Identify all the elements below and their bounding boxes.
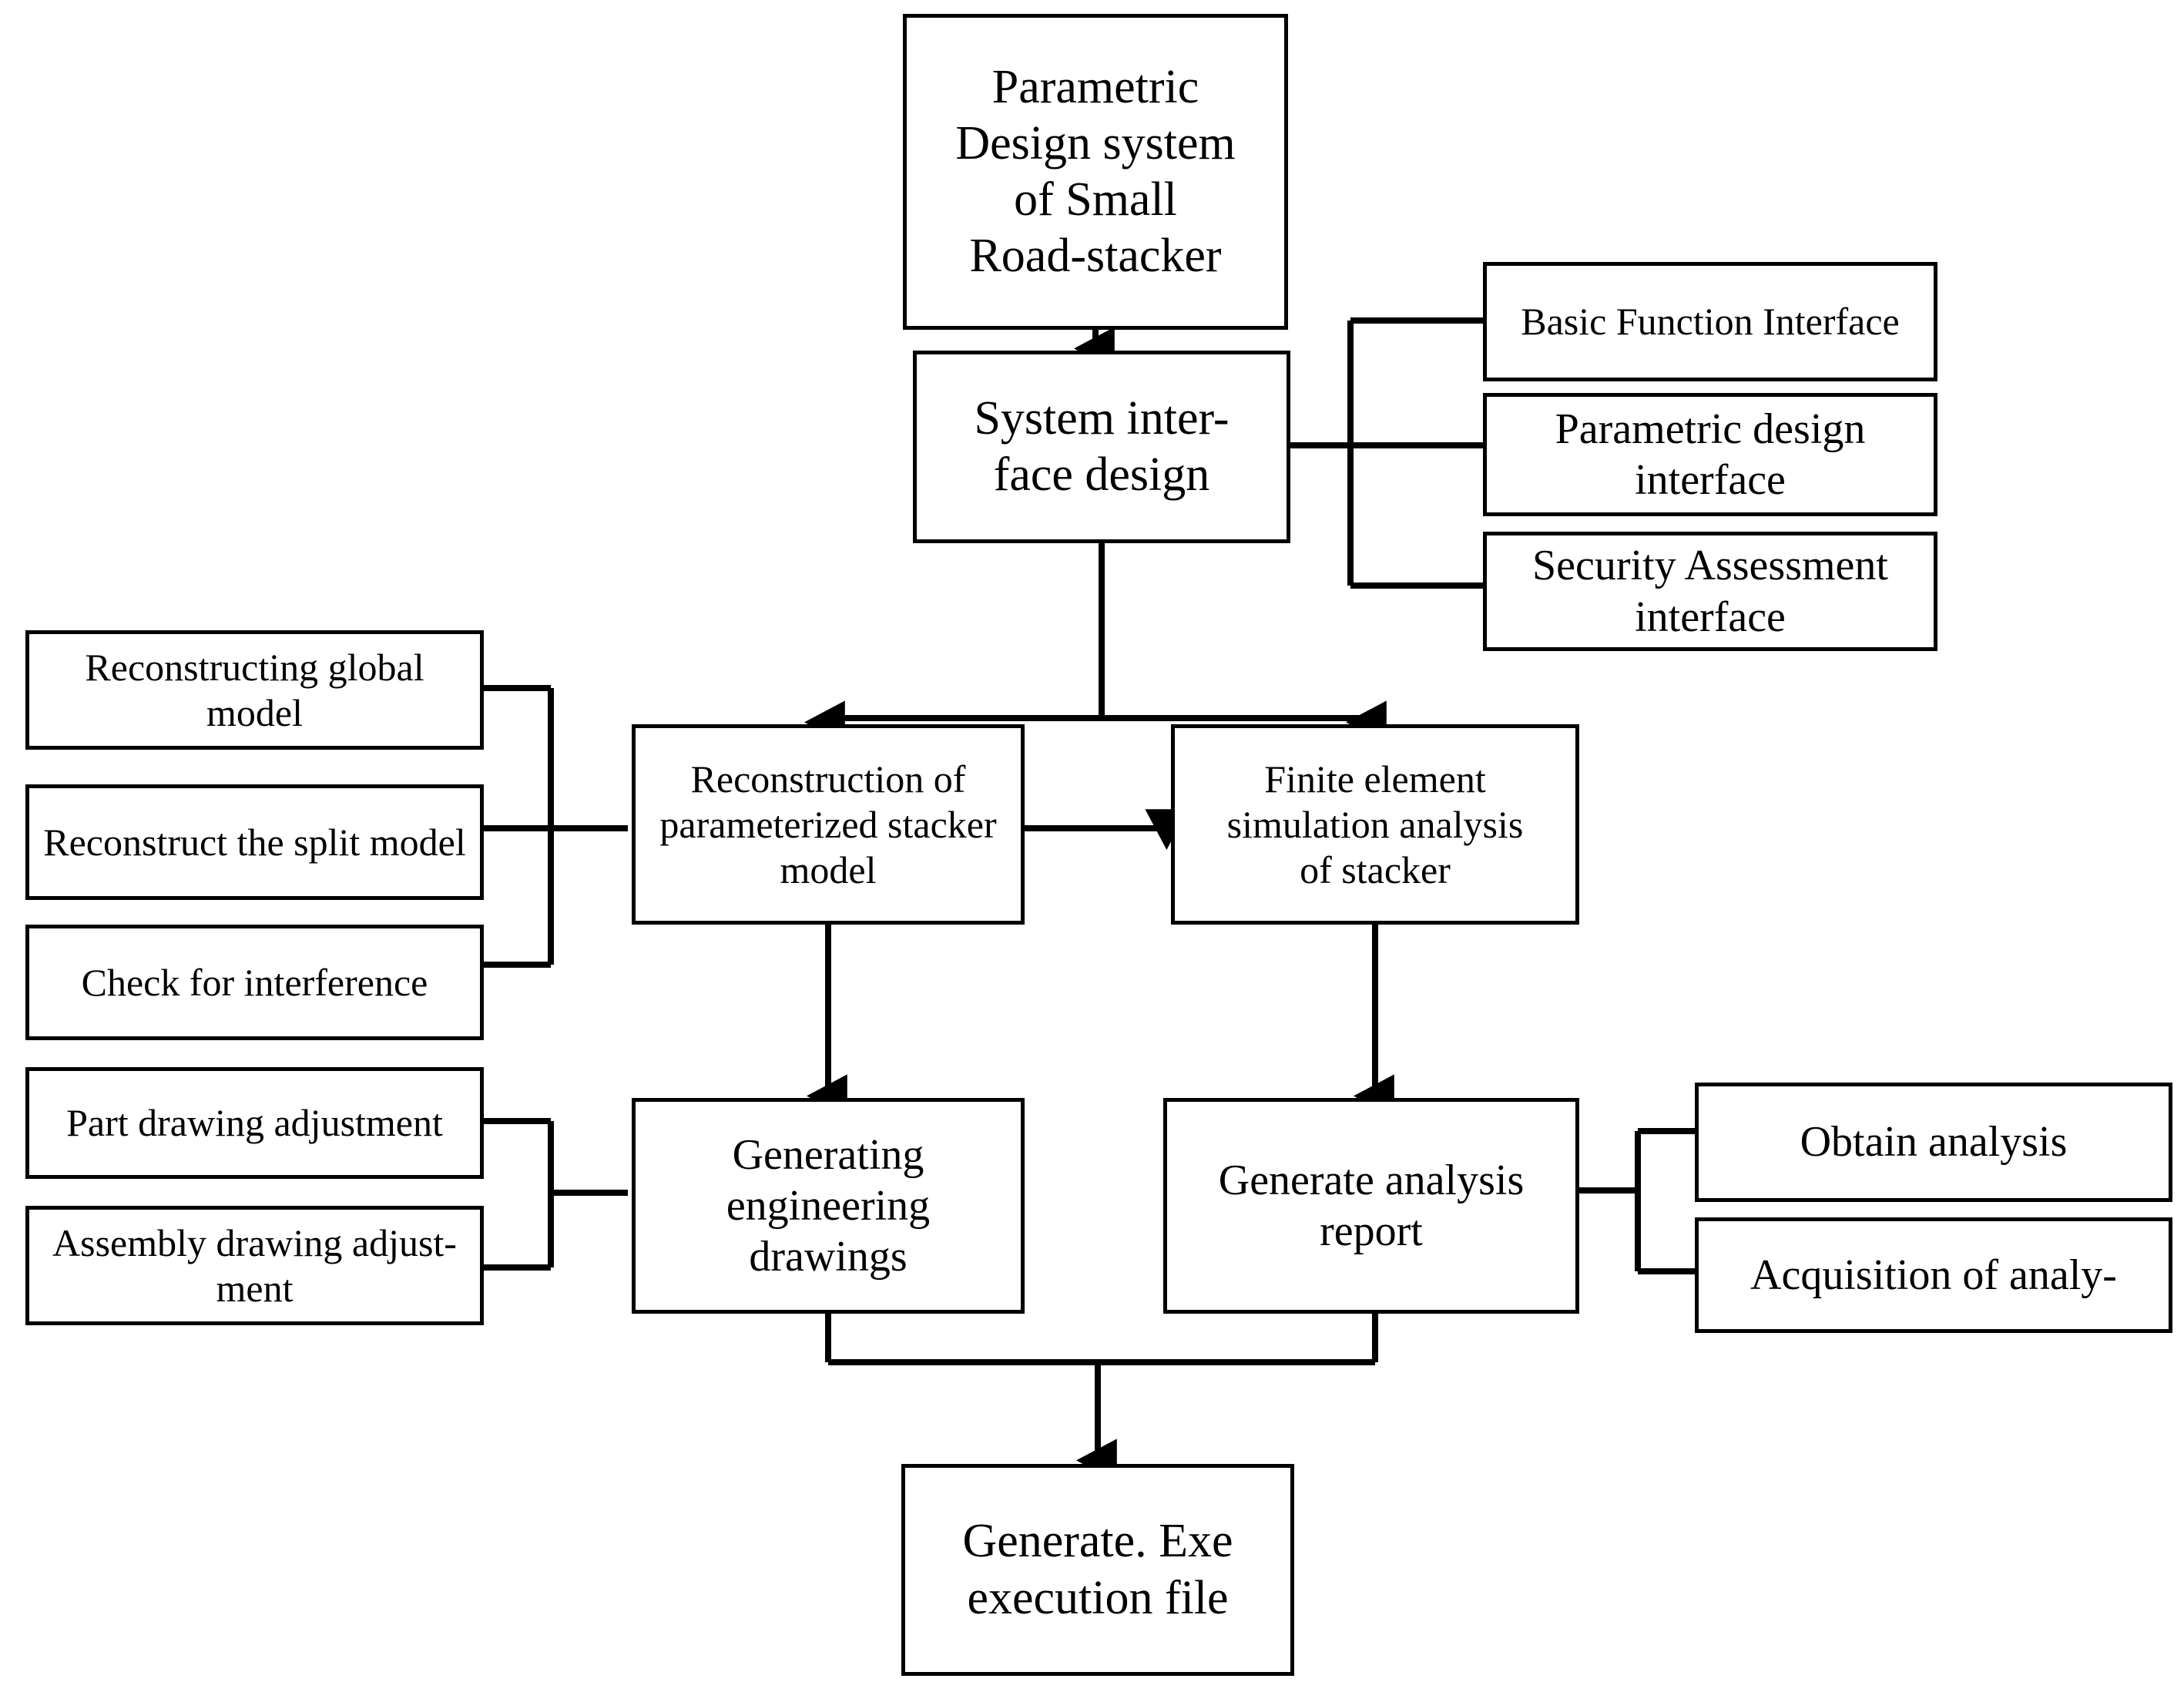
node-reconstructing-global-model[interactable]: Reconstructing global model bbox=[25, 630, 484, 750]
node-label: Assembly drawing adjust- ment bbox=[52, 1220, 457, 1310]
node-label: Reconstruction of parameterized stacker … bbox=[659, 757, 997, 891]
node-label: Part drawing adjustment bbox=[66, 1101, 443, 1144]
node-label: Generating engineering drawings bbox=[726, 1130, 931, 1281]
node-label: Basic Function Interface bbox=[1521, 300, 1900, 343]
node-obtain-analysis[interactable]: Obtain analysis bbox=[1695, 1083, 2172, 1202]
node-security-assessment-interface[interactable]: Security Assessment interface bbox=[1483, 532, 1937, 651]
node-generating-engineering-drawings[interactable]: Generating engineering drawings bbox=[632, 1098, 1025, 1314]
node-finite-element-simulation-analysis-of-stacker[interactable]: Finite element simulation analysis of st… bbox=[1171, 724, 1579, 925]
node-reconstruct-the-split-model[interactable]: Reconstruct the split model bbox=[25, 784, 484, 900]
node-parametric-design-interface[interactable]: Parametric design interface bbox=[1483, 393, 1937, 516]
node-label: Generate. Exe execution file bbox=[962, 1515, 1233, 1624]
node-parametric-design-system[interactable]: Parametric Design system of Small Road-s… bbox=[903, 14, 1288, 330]
node-label: System inter- face design bbox=[974, 391, 1230, 501]
node-label: Obtain analysis bbox=[1800, 1118, 2068, 1167]
node-acquisition-of-analysis[interactable]: Acquisition of analy- bbox=[1695, 1217, 2172, 1333]
node-label: Parametric Design system of Small Road-s… bbox=[955, 60, 1236, 283]
node-generate-exe-execution-file[interactable]: Generate. Exe execution file bbox=[901, 1464, 1294, 1676]
node-label: Generate analysis report bbox=[1218, 1156, 1525, 1255]
node-label: Parametric design interface bbox=[1555, 405, 1866, 504]
node-basic-function-interface[interactable]: Basic Function Interface bbox=[1483, 262, 1937, 381]
node-check-for-interference[interactable]: Check for interference bbox=[25, 925, 484, 1040]
node-generate-analysis-report[interactable]: Generate analysis report bbox=[1163, 1098, 1579, 1314]
node-reconstruction-of-parameterized-stacker-model[interactable]: Reconstruction of parameterized stacker … bbox=[632, 724, 1025, 925]
node-part-drawing-adjustment[interactable]: Part drawing adjustment bbox=[25, 1067, 484, 1179]
node-label: Security Assessment interface bbox=[1532, 542, 1888, 641]
node-system-interface-design[interactable]: System inter- face design bbox=[913, 351, 1290, 543]
node-label: Finite element simulation analysis of st… bbox=[1226, 757, 1524, 891]
node-label: Reconstructing global model bbox=[85, 645, 424, 734]
node-label: Reconstruct the split model bbox=[43, 820, 466, 864]
node-assembly-drawing-adjustment[interactable]: Assembly drawing adjust- ment bbox=[25, 1206, 484, 1325]
node-label: Check for interference bbox=[81, 960, 428, 1004]
node-label: Acquisition of analy- bbox=[1750, 1251, 2117, 1299]
